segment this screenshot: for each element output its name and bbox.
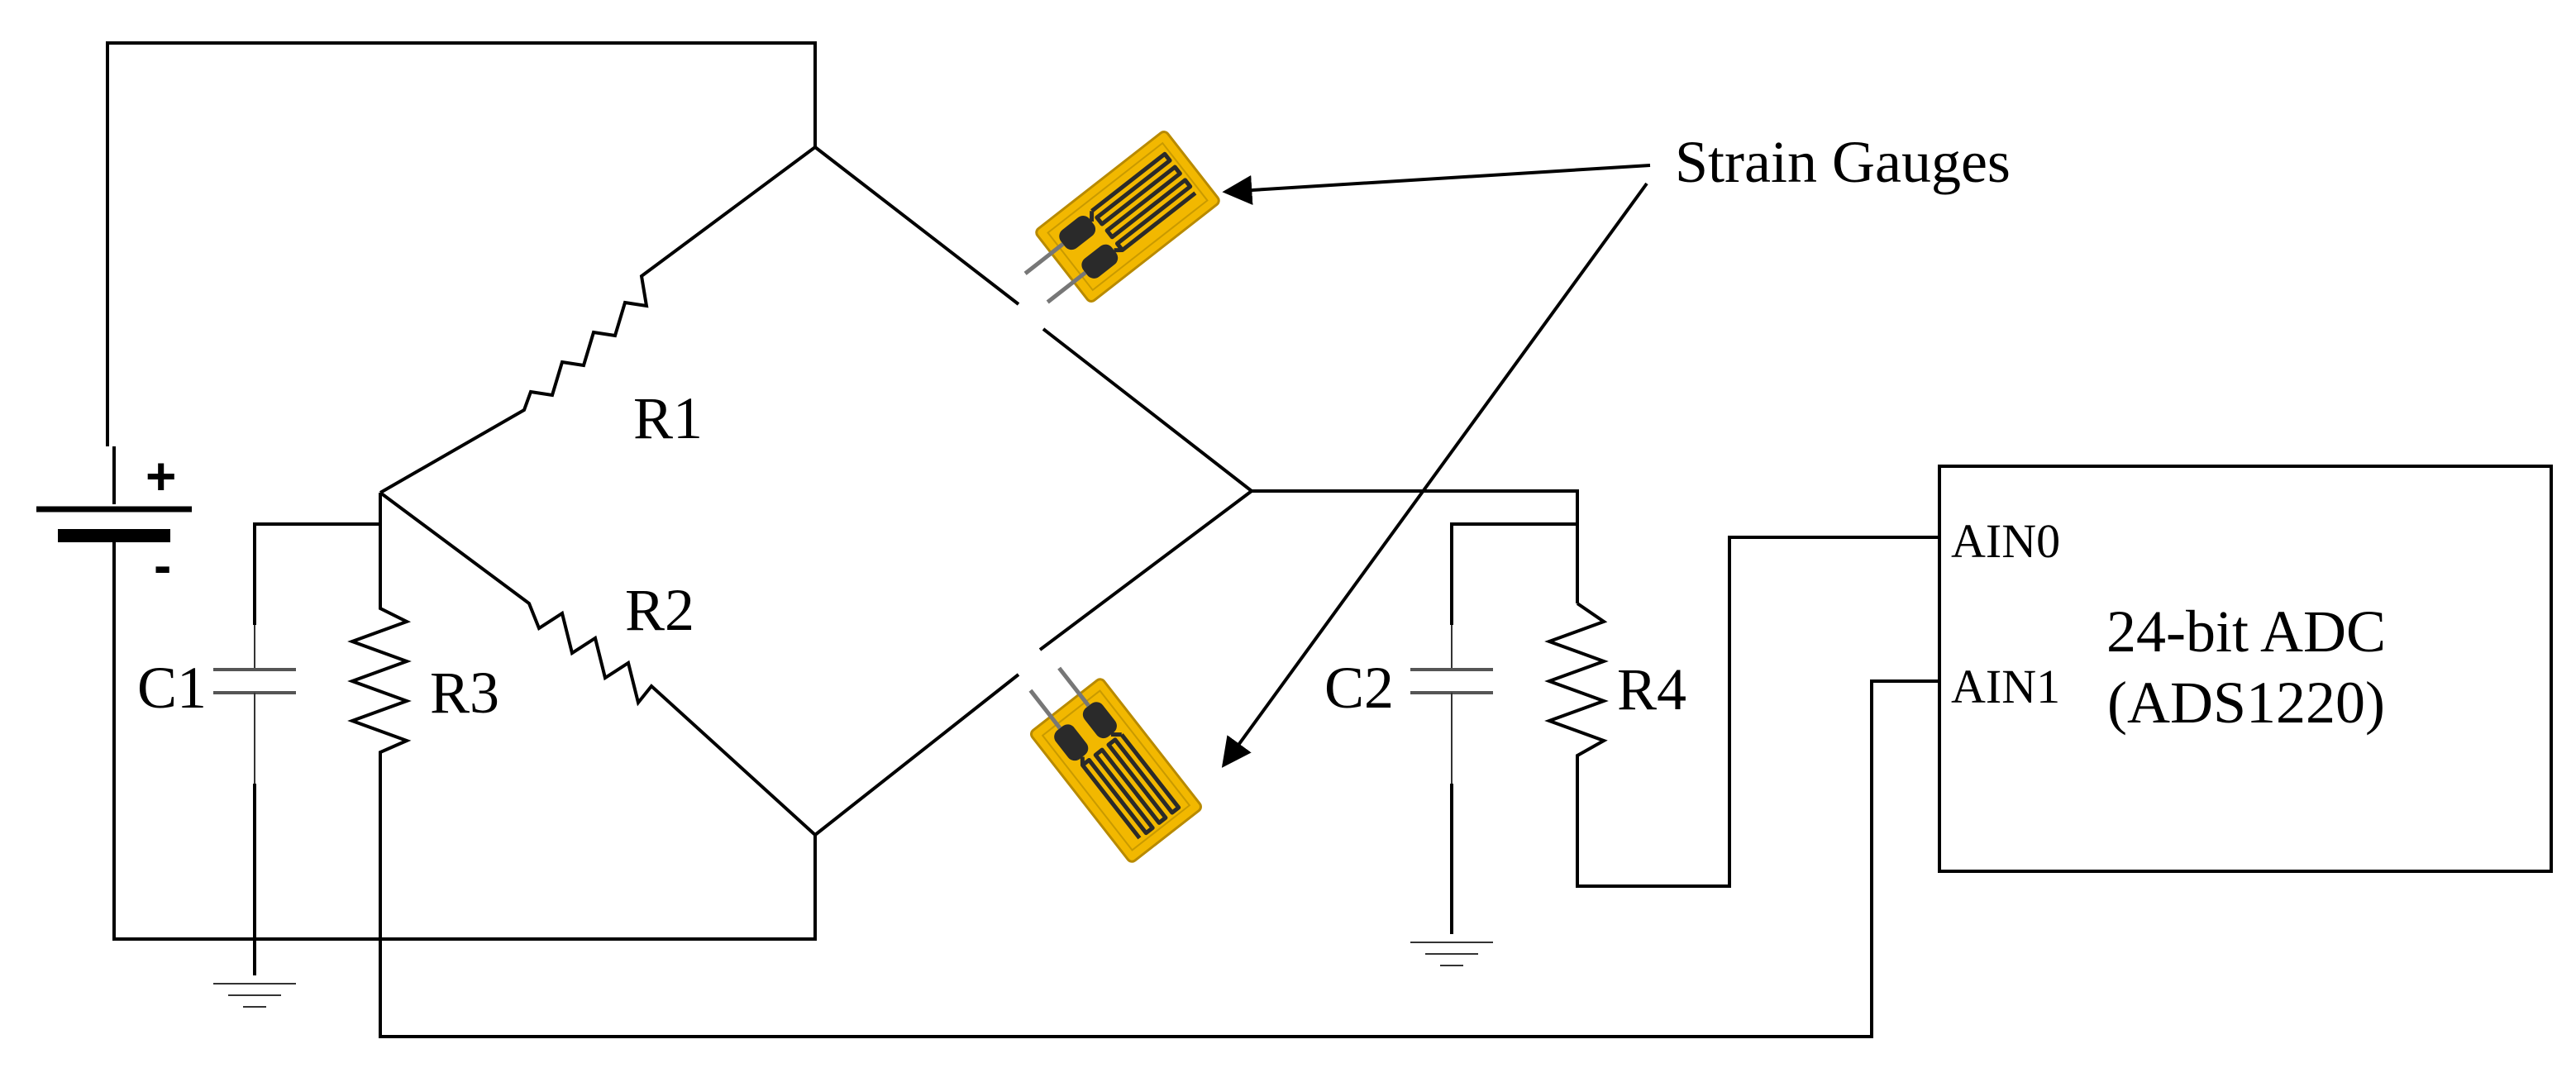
ain0-label: AIN0: [1951, 514, 2060, 568]
ground-left: [213, 983, 296, 1008]
callout-arrow-bottom: [1221, 182, 1648, 768]
adc-model: (ADS1220): [2107, 670, 2385, 736]
callout-arrow-top: [1222, 164, 1651, 205]
adc-title: 24-bit ADC: [2106, 598, 2386, 665]
r4-label: R4: [1617, 656, 1686, 722]
resistor-r3: [347, 493, 1939, 1038]
adc-block: [1938, 465, 2553, 873]
c1-label: C1: [137, 655, 207, 721]
capacitor-c1: [213, 625, 296, 975]
wire-supply-top: [106, 41, 817, 446]
resistor-r4: [1544, 536, 1939, 888]
resistor-r1: [379, 145, 817, 494]
r2-label: R2: [625, 577, 694, 643]
bridge-arm-top-right: [813, 145, 1253, 493]
ain1-label: AIN1: [1951, 660, 2060, 713]
battery-plus-label: +: [145, 446, 176, 506]
wire-bridge-right: [1252, 489, 1579, 603]
battery-minus-label: -: [154, 536, 171, 595]
strain-gauge-top: [1009, 130, 1221, 323]
strain-gauges-label: Strain Gauges: [1675, 129, 2011, 195]
battery-symbol: [36, 446, 192, 595]
r3-label: R3: [430, 660, 499, 726]
c2-label: C2: [1324, 655, 1394, 721]
wire-supply-bottom: [112, 595, 817, 941]
strain-gauge-bottom: [1009, 651, 1202, 864]
bridge-arm-bottom-right: [813, 489, 1253, 837]
capacitor-c2: [1410, 625, 1493, 934]
wire-c1-top: [253, 522, 380, 625]
resistor-r2: [379, 491, 817, 837]
ground-right: [1410, 942, 1493, 966]
wire-c2-top: [1450, 522, 1577, 625]
r1-label: R1: [633, 385, 703, 451]
